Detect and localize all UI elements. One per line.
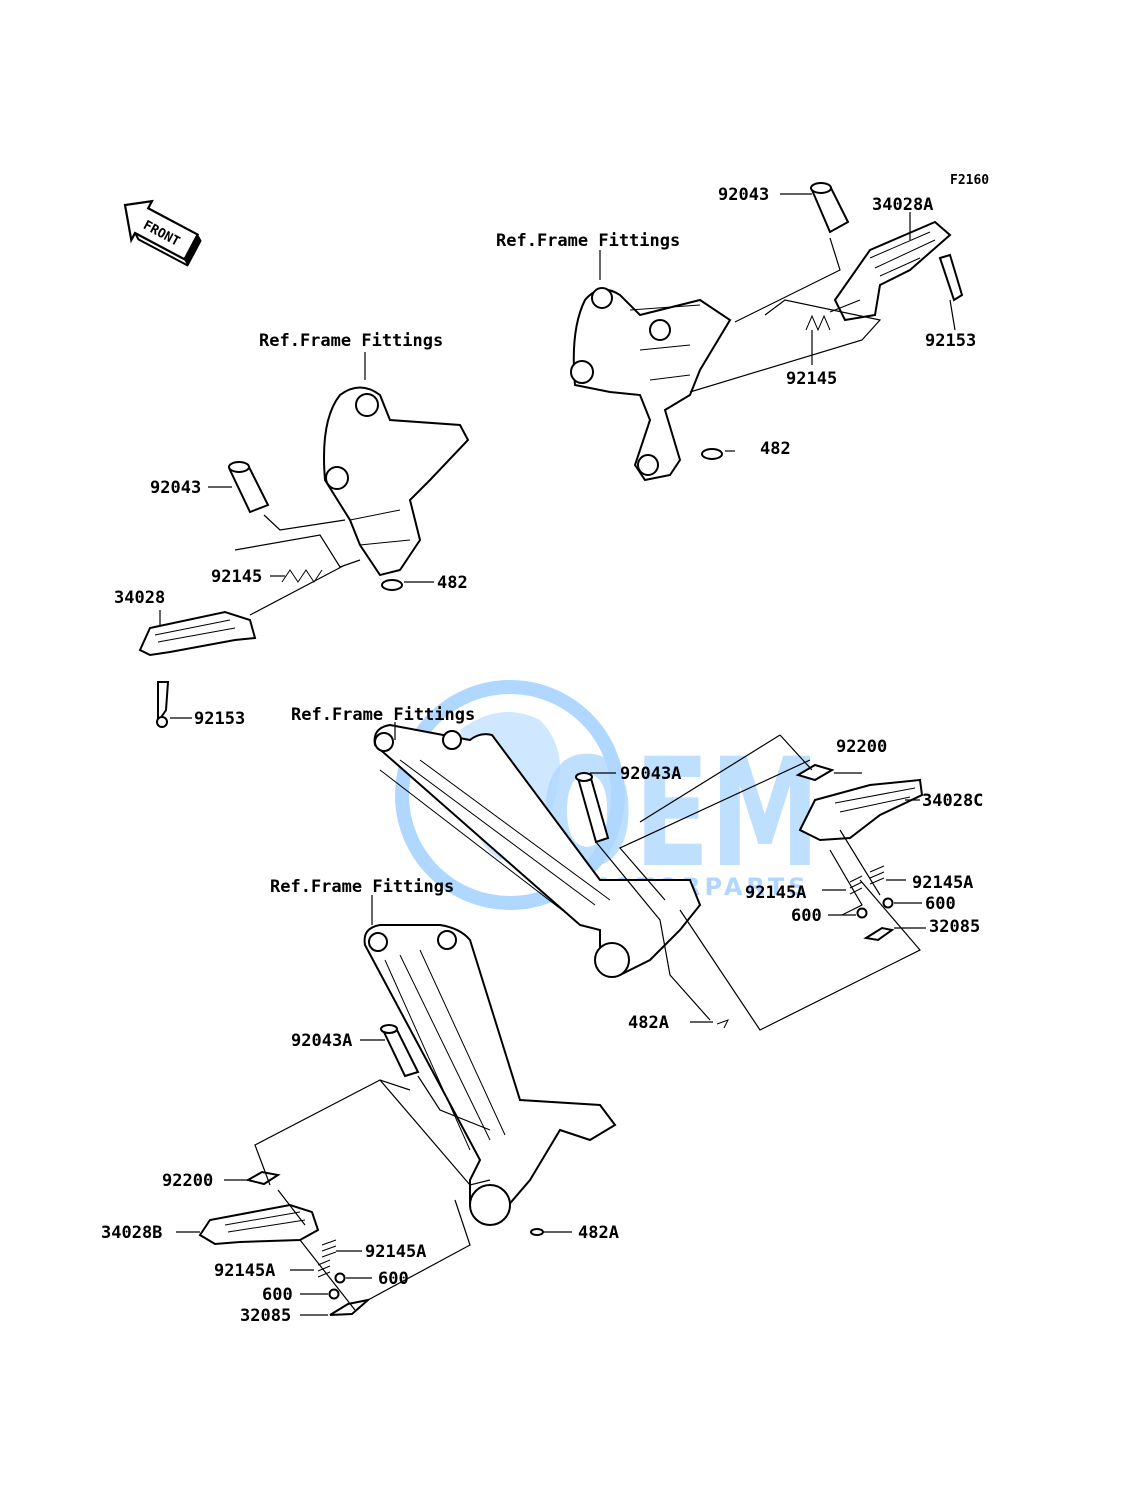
label-32085-right: 32085: [929, 917, 980, 937]
label-92145A-l1: 92145A: [365, 1242, 426, 1262]
lower-assembly: [176, 895, 617, 1316]
label-600-l2: 600: [262, 1285, 293, 1305]
label-34028: 34028: [114, 588, 165, 608]
front-arrow-icon: FRONT: [123, 199, 202, 267]
label-ref-frame-fittings-low: Ref.Frame Fittings: [270, 877, 454, 897]
label-92153-top: 92153: [925, 331, 976, 351]
label-34028A: 34028A: [872, 195, 933, 215]
label-92153-left: 92153: [194, 709, 245, 729]
middle-assembly: [373, 722, 926, 1031]
label-92200-right: 92200: [836, 737, 887, 757]
label-482-left: 482: [437, 573, 468, 593]
label-482A-low: 482A: [578, 1223, 619, 1243]
diagram-code: F2160: [950, 173, 989, 188]
label-92043-top: 92043: [718, 185, 769, 205]
label-ref-frame-fittings-top: Ref.Frame Fittings: [496, 231, 680, 251]
label-ref-frame-fittings-left: Ref.Frame Fittings: [259, 331, 443, 351]
label-482A-mid: 482A: [628, 1013, 669, 1033]
label-92145-left: 92145: [211, 567, 262, 587]
label-92145A-r2: 92145A: [745, 883, 806, 903]
top-right-assembly: [570, 182, 964, 482]
label-92043-left: 92043: [150, 478, 201, 498]
label-32085-left: 32085: [240, 1306, 291, 1326]
label-600-r2: 600: [791, 906, 822, 926]
label-92043A-mid: 92043A: [620, 764, 681, 784]
label-92145-top: 92145: [786, 369, 837, 389]
label-600-l1: 600: [378, 1269, 409, 1289]
label-92200-left: 92200: [162, 1171, 213, 1191]
label-92145A-l2: 92145A: [214, 1261, 275, 1281]
label-34028C: 34028C: [922, 791, 983, 811]
label-482-top: 482: [760, 439, 791, 459]
label-600-r1: 600: [925, 894, 956, 914]
label-34028B: 34028B: [101, 1223, 162, 1243]
left-assembly: [138, 352, 470, 728]
label-92145A-r1: 92145A: [912, 873, 973, 893]
label-92043A-low: 92043A: [291, 1031, 352, 1051]
label-ref-frame-fittings-mid: Ref.Frame Fittings: [291, 705, 475, 725]
